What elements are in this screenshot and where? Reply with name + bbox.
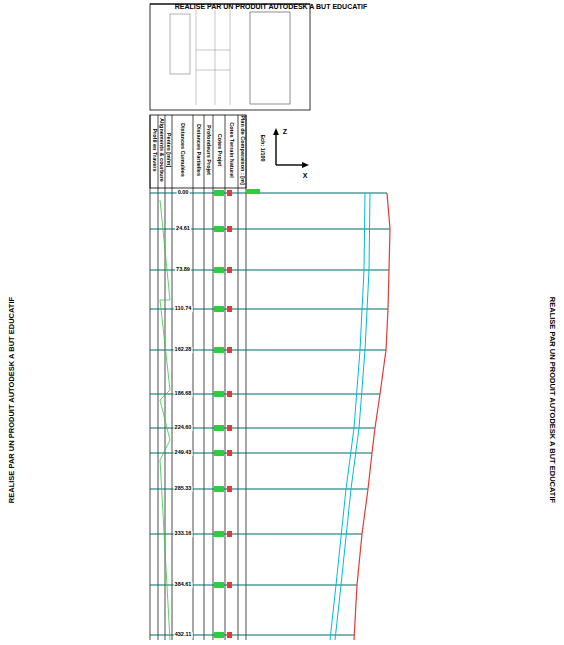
scale-note: Ech: 1/100: [259, 134, 265, 161]
station-distance: 110.74: [174, 306, 193, 312]
axis-label: X: [303, 172, 308, 179]
row-heading: Profil en Travers: [151, 128, 157, 171]
station-distance: 285.33: [174, 486, 193, 492]
row-heading: Plan de Comparaison : [m]: [239, 115, 245, 185]
station-distance: 24.61: [175, 226, 191, 232]
station-distance: 224.60: [174, 425, 193, 431]
row-heading: Pentes [m/m]: [165, 133, 171, 168]
row-heading: Profondeurs Projet: [205, 125, 211, 175]
row-heading: Cotes Terrain Naturel: [228, 122, 234, 178]
row-heading: Cotes Projet: [216, 134, 222, 166]
station-distance: 0.00: [177, 190, 190, 196]
watermark: REALISE PAR UN PRODUIT AUTODESK A BUT ED…: [548, 297, 556, 503]
row-heading: Distances Partielles: [195, 124, 201, 176]
station-distance: 162.28: [174, 347, 193, 353]
axis-label: Z: [283, 128, 287, 135]
station-distance: 432.11: [174, 632, 193, 638]
row-heading: Alignements & courbure: [158, 118, 164, 182]
station-distance: 249.43: [174, 450, 193, 456]
station-distance: 384.61: [174, 582, 193, 588]
station-distance: 333.16: [174, 531, 193, 537]
watermark: REALISE PAR UN PRODUIT AUTODESK A BUT ED…: [8, 297, 16, 503]
station-distance: 186.68: [174, 391, 193, 397]
station-distance: 73.89: [175, 267, 191, 273]
watermark: REALISE PAR UN PRODUIT AUTODESK A BUT ED…: [175, 3, 368, 10]
row-heading: Distances Cumulées: [179, 123, 185, 177]
